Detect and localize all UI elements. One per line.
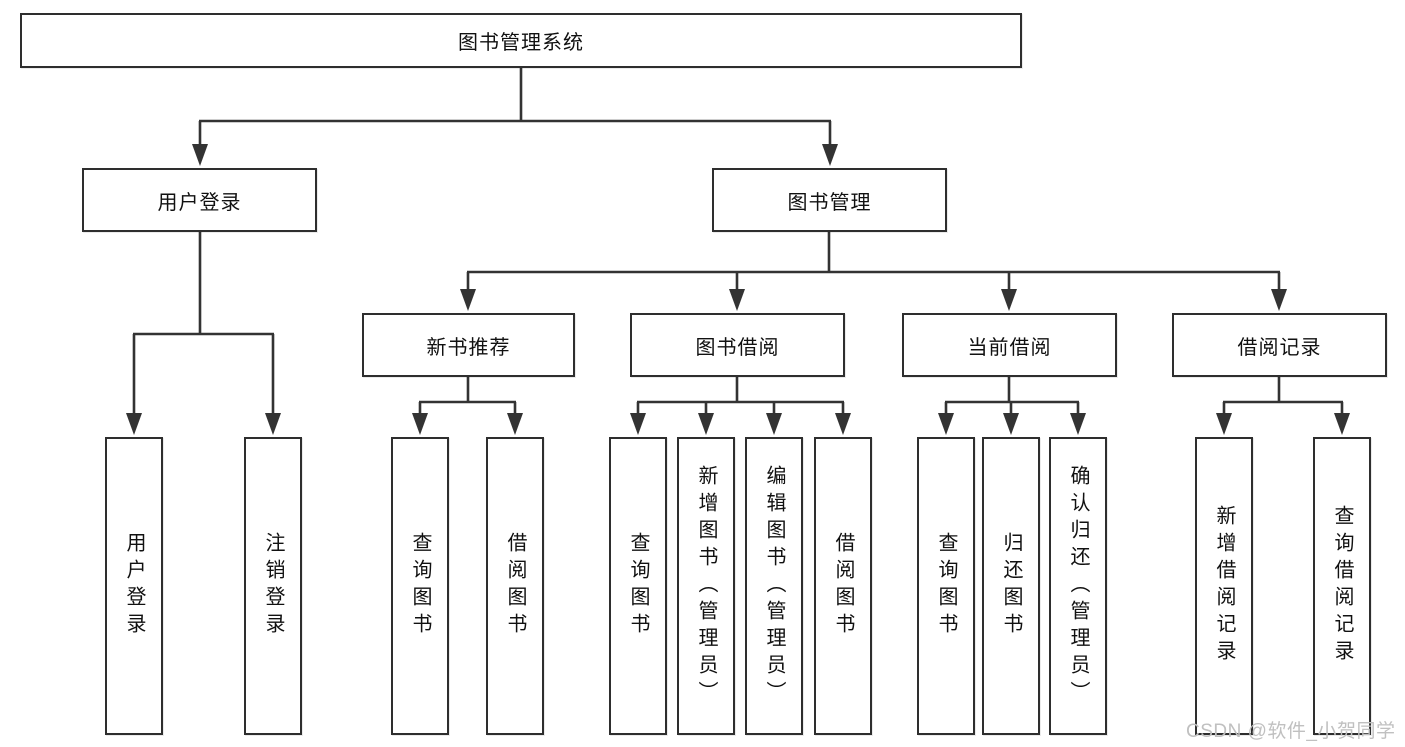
arrow-down-icon [265, 413, 281, 435]
connector-line [132, 68, 1344, 416]
leaf-edit-books-admin: 编辑图书（管理员） [745, 437, 803, 735]
leaf-borrow-query-books: 查询图书 [609, 437, 667, 735]
arrow-down-icon [460, 289, 476, 311]
leaf-add-borrow-record: 新增借阅记录 [1195, 437, 1253, 735]
arrow-down-icon [835, 413, 851, 435]
arrow-down-icon [126, 413, 142, 435]
leaf-logout: 注销登录 [244, 437, 302, 735]
arrow-down-icon [1070, 413, 1086, 435]
node-user-login: 用户登录 [82, 168, 317, 232]
watermark: CSDN @软件_小贺同学 [1186, 721, 1396, 742]
leaf-confirm-return-admin: 确认归还（管理员） [1049, 437, 1107, 735]
leaf-current-query-books: 查询图书 [917, 437, 975, 735]
leaf-recommend-query-books: 查询图书 [391, 437, 449, 735]
arrow-down-icon [192, 144, 208, 166]
leaf-query-borrow-record: 查询借阅记录 [1313, 437, 1371, 735]
arrow-down-icon [729, 289, 745, 311]
node-current-borrow: 当前借阅 [902, 313, 1117, 377]
node-book-management: 图书管理 [712, 168, 947, 232]
arrowheads [126, 144, 1350, 435]
node-new-book-recommend: 新书推荐 [362, 313, 575, 377]
arrow-down-icon [698, 413, 714, 435]
node-borrow-records: 借阅记录 [1172, 313, 1387, 377]
arrow-down-icon [766, 413, 782, 435]
arrow-down-icon [1001, 289, 1017, 311]
node-root: 图书管理系统 [20, 13, 1022, 68]
leaf-add-books-admin: 新增图书（管理员） [677, 437, 735, 735]
leaf-borrow-books: 借阅图书 [814, 437, 872, 735]
arrow-down-icon [412, 413, 428, 435]
arrow-down-icon [1216, 413, 1232, 435]
arrow-down-icon [507, 413, 523, 435]
arrow-down-icon [822, 144, 838, 166]
leaf-user-login: 用户登录 [105, 437, 163, 735]
leaf-return-books: 归还图书 [982, 437, 1040, 735]
arrow-down-icon [1334, 413, 1350, 435]
node-book-borrow: 图书借阅 [630, 313, 845, 377]
arrow-down-icon [630, 413, 646, 435]
leaf-recommend-borrow-books: 借阅图书 [486, 437, 544, 735]
arrow-down-icon [938, 413, 954, 435]
arrow-down-icon [1003, 413, 1019, 435]
arrow-down-icon [1271, 289, 1287, 311]
